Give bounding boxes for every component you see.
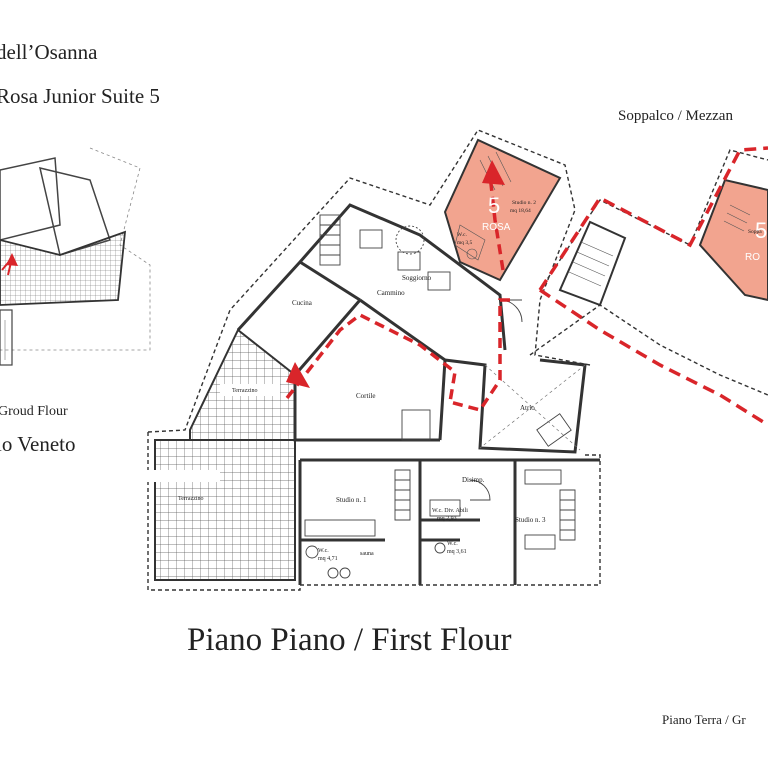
mezz-suite-number: 5 (755, 218, 767, 243)
label-soggiorno: Soggiorno (402, 274, 432, 282)
label-disimp: Disimp. (462, 476, 485, 484)
label-cortile: Cortile (356, 392, 375, 400)
walls (236, 203, 600, 585)
first-floor-plan (140, 129, 601, 591)
mezzanine-caption: Soppalco / Mezzan (618, 108, 733, 124)
mezz-stair-label: Soppa (748, 229, 762, 235)
upper-dashed-outline (147, 129, 591, 433)
property-title: dell’Osanna (0, 40, 98, 64)
route-arrow-start (286, 362, 310, 388)
access-route (285, 174, 510, 413)
atrio-diagonals (479, 364, 586, 451)
label-wc-1-area: mq 4,71 (318, 556, 338, 562)
mezzanine-plan (529, 146, 768, 427)
small-plan-block-a (0, 157, 61, 241)
mezzanine-suite (698, 178, 768, 302)
label-terrazzino-bottom: Terrazzino (178, 496, 204, 502)
small-plan-terrace (0, 230, 127, 306)
label-sauna: sauna (360, 551, 374, 557)
mezz-suite-name: RO (745, 252, 760, 263)
room-labels: Cucina Cammino Soggiorno Terrazzino Terr… (178, 193, 767, 562)
small-plan-dashed-outline (0, 147, 151, 351)
route-arrow-end (482, 160, 505, 185)
ground-floor-footer-caption: Piano Terra / Gr (662, 712, 746, 727)
label-cucina: Cucina (292, 299, 313, 307)
label-cammino: Cammino (377, 289, 405, 297)
label-wc-3: W.c. (447, 541, 458, 547)
suite-studio: Studio n. 2 (512, 200, 536, 206)
suite-wc-area: mq 3,5 (457, 240, 473, 246)
small-plan-stair (0, 309, 13, 366)
label-wc-3-area: mq 3,61 (447, 549, 467, 555)
mezzanine-stair (558, 220, 627, 307)
label-studio-3: Studio n. 3 (515, 516, 546, 524)
label-terrazzino-top: Terrazzino (232, 388, 258, 394)
small-plan-name: io Veneto (0, 432, 76, 456)
label-wc-div: W.c. Div. Abili (432, 508, 468, 514)
label-wc-1: W.c. (318, 548, 329, 554)
small-ground-plan (0, 147, 151, 366)
label-studio-1: Studio n. 1 (336, 496, 367, 504)
suite-number: 5 (488, 193, 500, 218)
suite-area: mq 18,64 (510, 208, 531, 214)
first-floor-caption: Piano Piano / First Flour (187, 622, 512, 658)
small-plan-arrow-head (6, 253, 18, 266)
label-wc-div-area: mq 2,93 (437, 516, 457, 522)
suite-title: Rosa Junior Suite 5 (0, 84, 160, 108)
suite-name: ROSA (482, 222, 511, 233)
bottom-terrace (154, 439, 296, 581)
mezzanine-red-outline (538, 146, 768, 291)
ground-floor-caption: Groud Flour (0, 404, 68, 419)
label-atrio: Atrio (520, 404, 535, 412)
suite-wc: W.c. (457, 232, 468, 238)
suite-5-rosa (443, 138, 562, 282)
